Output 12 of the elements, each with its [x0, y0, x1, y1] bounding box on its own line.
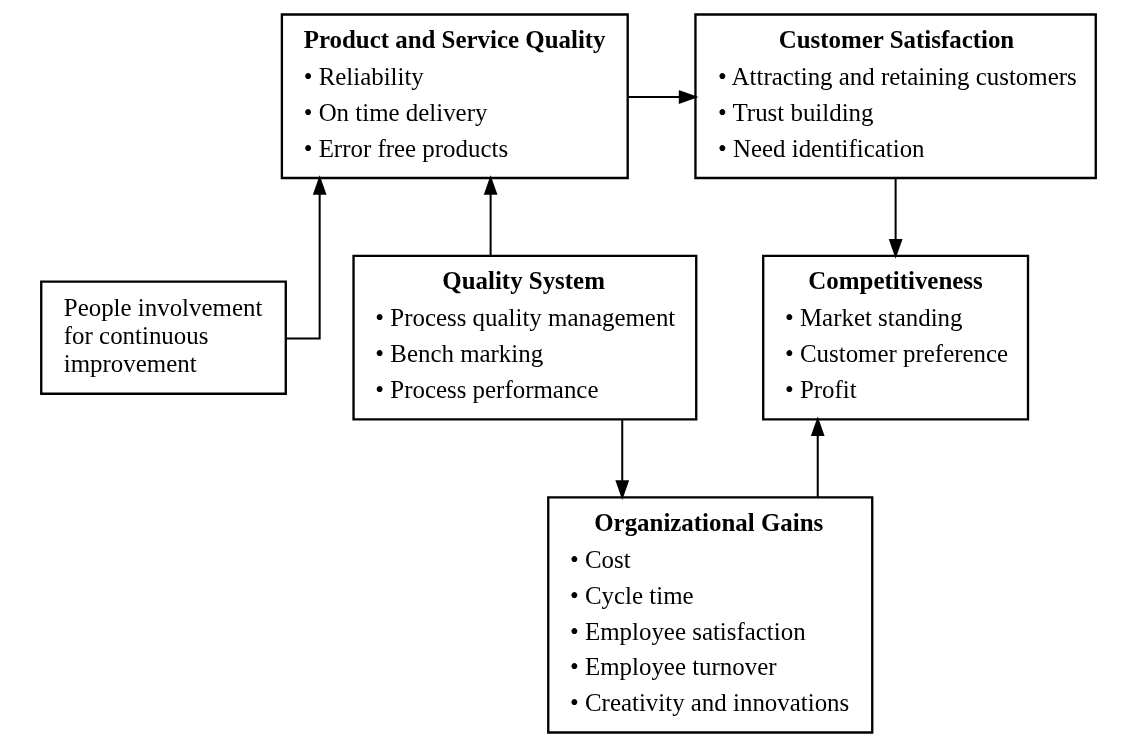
node-box: People involvement for continuous improvement — [40, 280, 287, 395]
node-box: Organizational Gains • Cost • Cycle time • Employee satisfaction • Employee turnover • Creativity and innovations — [547, 496, 874, 734]
arrow — [615, 420, 630, 500]
node-box: Competitiveness • Market standing • Customer preference • Profit — [762, 254, 1030, 421]
arrow — [483, 175, 498, 256]
arrow — [286, 175, 327, 340]
arrow — [810, 416, 825, 497]
arrow — [888, 178, 903, 259]
node-box: Product and Service Quality • Reliability • On time delivery • Error free products — [280, 13, 629, 180]
node-box: Quality System • Process quality management • Bench marking • Process performance — [352, 254, 698, 421]
node-box: Customer Satisfaction • Attracting and retaining customers • Trust building • Need identification — [694, 13, 1097, 180]
arrow — [627, 90, 699, 104]
